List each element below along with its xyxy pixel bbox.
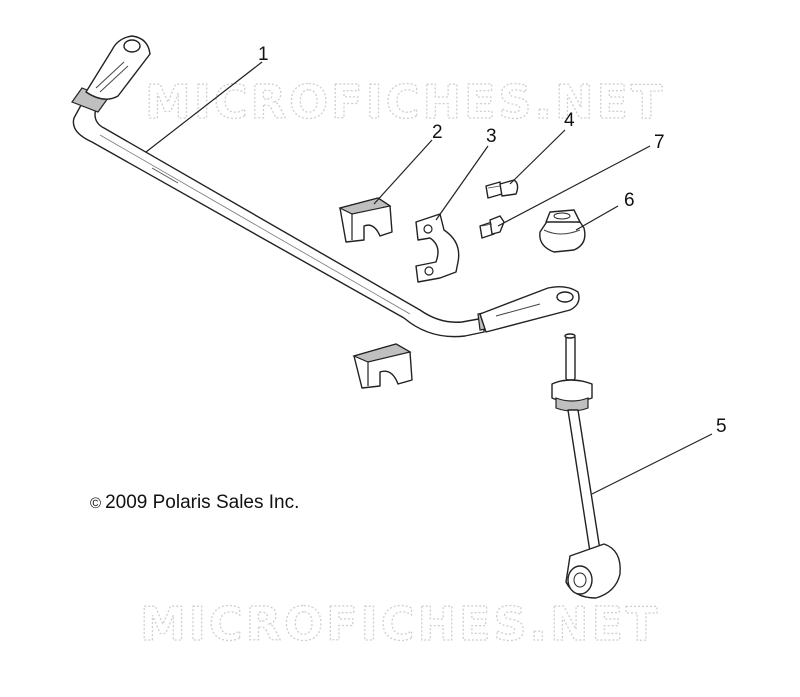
callout-1: 1 — [258, 44, 269, 65]
leader-6 — [575, 205, 619, 231]
callout-2: 2 — [432, 122, 443, 143]
copyright-symbol: © — [90, 495, 102, 512]
nut-fitting — [479, 215, 505, 239]
bushing-lower — [352, 343, 413, 389]
stabilizer-bar — [71, 35, 580, 338]
leader-7 — [497, 145, 651, 227]
mount-bushing — [539, 209, 586, 253]
leader-2 — [373, 139, 433, 205]
watermark-top: MICROFICHES.NET — [145, 75, 665, 129]
leader-1 — [145, 61, 263, 153]
callout-5: 5 — [716, 416, 727, 437]
stabilizer-link — [551, 333, 621, 599]
copyright-text: 2009 Polaris Sales Inc. — [105, 492, 300, 513]
bushing-upper — [338, 197, 393, 243]
callout-7: 7 — [654, 132, 665, 153]
leader-3 — [435, 145, 489, 221]
clamp-bracket — [415, 213, 460, 283]
callout-4: 4 — [564, 110, 575, 131]
bolt — [485, 179, 519, 199]
callout-3: 3 — [486, 126, 497, 147]
watermark-bottom: MICROFICHES.NET — [140, 597, 660, 651]
callout-6: 6 — [624, 190, 635, 211]
leader-5 — [591, 433, 713, 495]
leader-4 — [509, 129, 566, 185]
copyright-notice: ©2009 Polaris Sales Inc. — [90, 492, 299, 514]
